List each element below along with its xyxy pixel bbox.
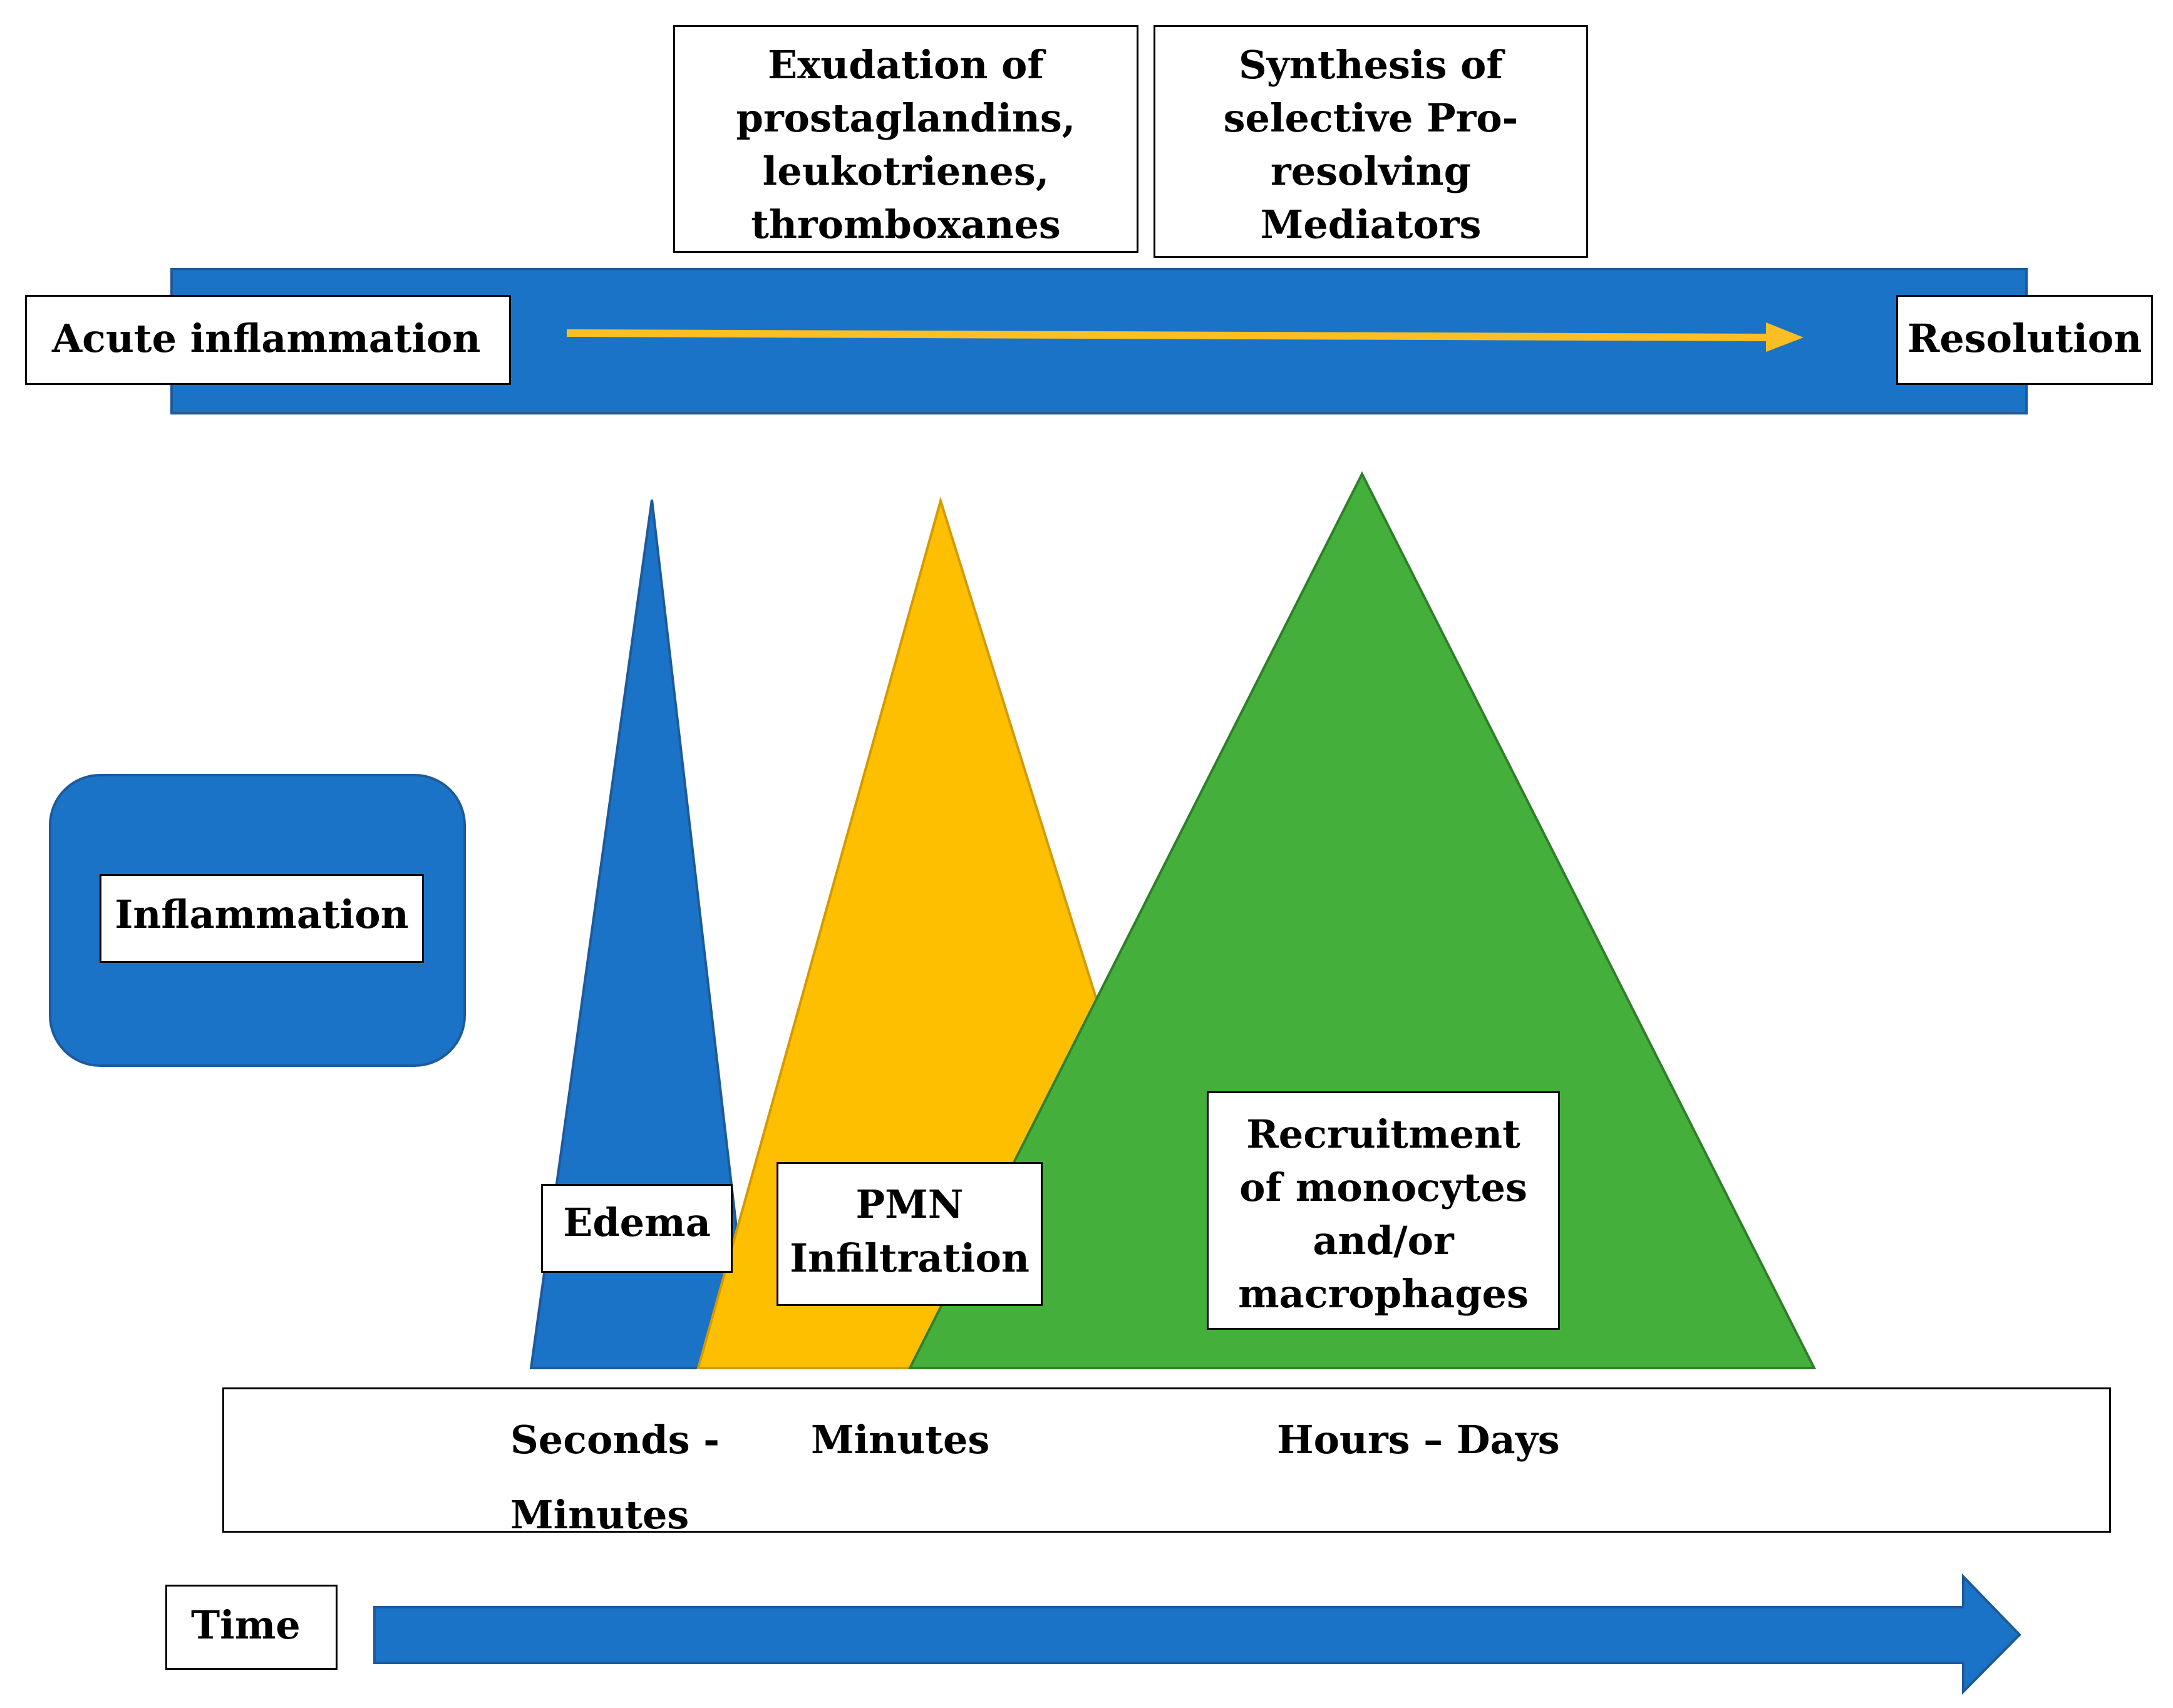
recruitment-label-box: Recruitment of monocytes and/or macropha… [1207,1091,1560,1330]
time-label-box: Time [165,1585,338,1670]
inflammation-label-box: Inflammation [100,874,424,963]
resolution-box: Resolution [1896,295,2153,385]
synthesis-box: Synthesis of selective Pro-resolving Med… [1154,25,1588,258]
inflammation-label: Inflammation [115,892,409,937]
edema-peak [529,499,755,1369]
banner-arrow-shaft [566,329,1773,341]
pmn-label: PMN Infiltration [790,1181,1030,1281]
edema-label: Edema [563,1200,711,1245]
recruitment-peak [907,471,1817,1369]
exudation-box: Exudation of prostaglandins, leukotriene… [673,25,1138,253]
time-label: Time [191,1602,301,1648]
timescale-hours-days: Hours – Days [1277,1417,1560,1463]
banner-arrow-head [1766,322,1804,352]
exudation-text: Exudation of prostaglandins, leukotriene… [736,42,1076,247]
resolution-label: Resolution [1907,316,2142,361]
acute-inflammation-box: Acute inflammation [25,295,511,385]
synthesis-text: Synthesis of selective Pro-resolving Med… [1223,42,1519,247]
pmn-label-box: PMN Infiltration [777,1162,1043,1306]
timescale-seconds: Seconds - Minutes [510,1417,720,1538]
edema-label-box: Edema [541,1184,733,1273]
acute-inflammation-label: Acute inflammation [52,316,481,361]
timescale-minutes: Minutes [811,1417,990,1463]
time-arrow [373,1573,2021,1695]
timescale-box [222,1387,2111,1533]
recruitment-label: Recruitment of monocytes and/or macropha… [1238,1111,1529,1317]
